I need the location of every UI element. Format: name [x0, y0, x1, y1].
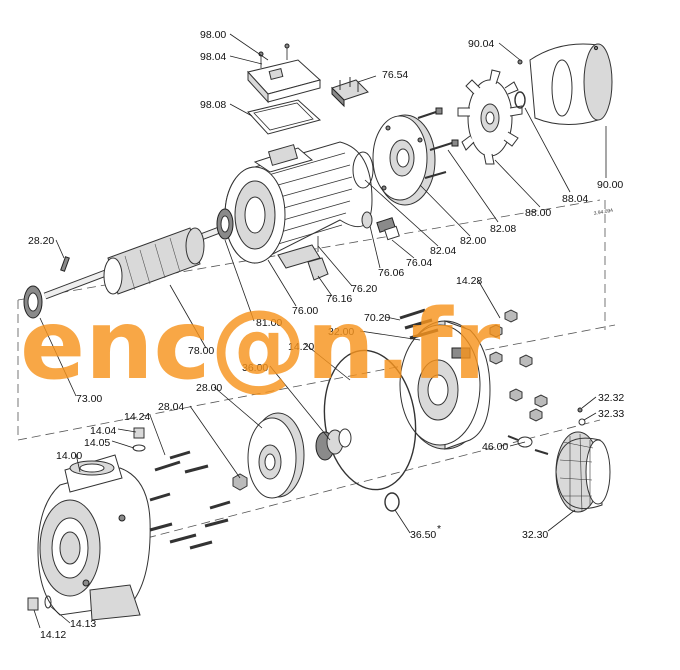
callout-82-08: 82.08: [490, 223, 516, 235]
callout-36-00: 36.00: [242, 362, 268, 374]
rotor-bearing-rear: [216, 208, 234, 240]
seal-washer: [384, 492, 400, 512]
coupling-guard: [555, 431, 611, 513]
callout-76-04: 76.04: [406, 257, 432, 269]
rotor-shaft: [43, 222, 232, 300]
casing-o-ring: [323, 349, 417, 491]
callout-14-28: 14.28: [456, 275, 482, 287]
callout-14-12: 14.12: [40, 629, 66, 641]
end-shield-screws: [417, 107, 459, 179]
fan-cover: [517, 43, 613, 126]
nuts-set: [489, 309, 548, 422]
shaft-key: [60, 256, 70, 272]
motor-frame: [224, 141, 373, 269]
callout-28-04: 28.04: [158, 401, 184, 413]
callout-labels: 98.00 98.04 98.08 76.54 90.04 90.00 88.0…: [28, 29, 624, 641]
motor-foot: [307, 236, 329, 281]
callout-90-04: 90.04: [468, 38, 494, 50]
callout-76-00: 76.00: [292, 305, 318, 317]
callout-76-06: 76.06: [378, 267, 404, 279]
terminal-board: [331, 77, 369, 108]
terminal-box-gasket: [247, 99, 322, 135]
callout-14-13: 14.13: [70, 618, 96, 630]
callout-14-04: 14.04: [90, 425, 116, 437]
lantern-studs: [399, 308, 439, 340]
pump-casing: [37, 454, 151, 621]
callout-32-30: 32.30: [522, 529, 548, 541]
callout-81-00: 81.00: [256, 317, 282, 329]
motor-o-ring: [352, 151, 374, 189]
revision-code: 3.94.094: [593, 208, 613, 217]
callout-36-50: 36.50: [410, 529, 436, 541]
callout-36-50-mark: *: [437, 523, 441, 535]
callout-98-08: 98.08: [200, 99, 226, 111]
pump-lantern: [399, 320, 491, 450]
callout-32-33: 32.33: [598, 408, 624, 420]
shaft-seal-parts: [361, 211, 400, 241]
callout-82-04: 82.04: [430, 245, 456, 257]
callout-98-00: 98.00: [200, 29, 226, 41]
callout-90-00: 90.00: [597, 179, 623, 191]
callout-98-04: 98.04: [200, 51, 226, 63]
callout-82-00: 82.00: [460, 235, 486, 247]
callout-73-00: 73.00: [76, 393, 102, 405]
drain-plug: [27, 595, 52, 611]
end-shield: [372, 114, 436, 206]
callout-76-16: 76.16: [326, 293, 352, 305]
impeller-nut: [232, 473, 248, 491]
callout-28-20: 28.20: [28, 235, 54, 247]
callout-28-00: 28.00: [196, 382, 222, 394]
guard-fasteners: [577, 407, 586, 426]
callout-70-20: 70.20: [364, 312, 390, 324]
callout-32-00: 32.00: [328, 326, 354, 338]
callout-88-00: 88.00: [525, 207, 551, 219]
callout-14-20: 14.20: [288, 341, 314, 353]
watermark-logo: enc@n.fr: [20, 289, 501, 401]
callout-14-24: 14.24: [124, 411, 150, 423]
leader-lines: [33, 33, 607, 629]
callout-14-00: 14.00: [56, 450, 82, 462]
callout-46-00: 46.00: [482, 441, 508, 453]
callout-76-54: 76.54: [382, 69, 408, 81]
impeller: [247, 412, 305, 499]
fan-circlip: [514, 91, 526, 109]
cooling-fan: [457, 69, 523, 165]
callout-14-05: 14.05: [84, 437, 110, 449]
callout-76-20: 76.20: [351, 283, 377, 295]
callout-88-04: 88.04: [562, 193, 588, 205]
terminal-box-cover: [247, 43, 322, 104]
callout-78-00: 78.00: [188, 345, 214, 357]
casing-studs: [149, 450, 231, 550]
rotor-bearing-front: [23, 285, 43, 319]
callout-32-32: 32.32: [598, 392, 624, 404]
